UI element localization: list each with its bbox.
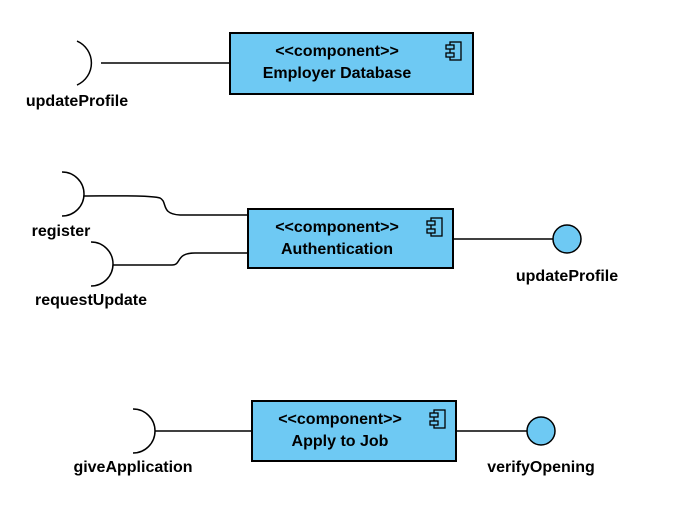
connector-line (113, 252, 248, 266)
socket-icon (76, 40, 93, 86)
lollipop-icon (526, 416, 556, 446)
interface-label: register (32, 223, 91, 240)
provided-interface-updateprofile[interactable]: updateProfile (453, 224, 618, 285)
component-stereotype: <<component>> (278, 411, 402, 428)
required-interface-register[interactable]: register (32, 171, 248, 240)
required-interface-giveapplication[interactable]: giveApplication (73, 408, 252, 476)
component-box (251, 400, 457, 462)
component-stereotype: <<component>> (275, 43, 399, 60)
component-icon (426, 217, 443, 237)
component-employer-database[interactable]: <<component>> Employer Database (229, 32, 474, 95)
component-icon (429, 409, 446, 429)
component-name: Employer Database (263, 65, 412, 82)
component-authentication[interactable]: <<component>> Authentication (247, 208, 454, 269)
component-icon (445, 41, 462, 61)
required-interface-updateprofile[interactable]: updateProfile (26, 40, 230, 110)
required-interface-requestupdate[interactable]: requestUpdate (35, 241, 248, 309)
lollipop-icon (552, 224, 582, 254)
connector-line (83, 195, 248, 216)
component-box (247, 208, 454, 269)
interface-label: updateProfile (516, 268, 618, 285)
component-stereotype: <<component>> (275, 219, 399, 236)
socket-icon (90, 241, 114, 287)
socket-icon (132, 408, 156, 454)
component-name: Apply to Job (292, 433, 389, 450)
component-name: Authentication (281, 241, 393, 258)
interface-label: verifyOpening (487, 459, 595, 476)
interface-label: updateProfile (26, 93, 128, 110)
component-box (229, 32, 474, 95)
interface-label: giveApplication (73, 459, 192, 476)
component-apply-to-job[interactable]: <<component>> Apply to Job (251, 400, 457, 462)
provided-interface-verifyopening[interactable]: verifyOpening (456, 416, 595, 476)
interface-label: requestUpdate (35, 292, 147, 309)
socket-icon (61, 171, 85, 217)
